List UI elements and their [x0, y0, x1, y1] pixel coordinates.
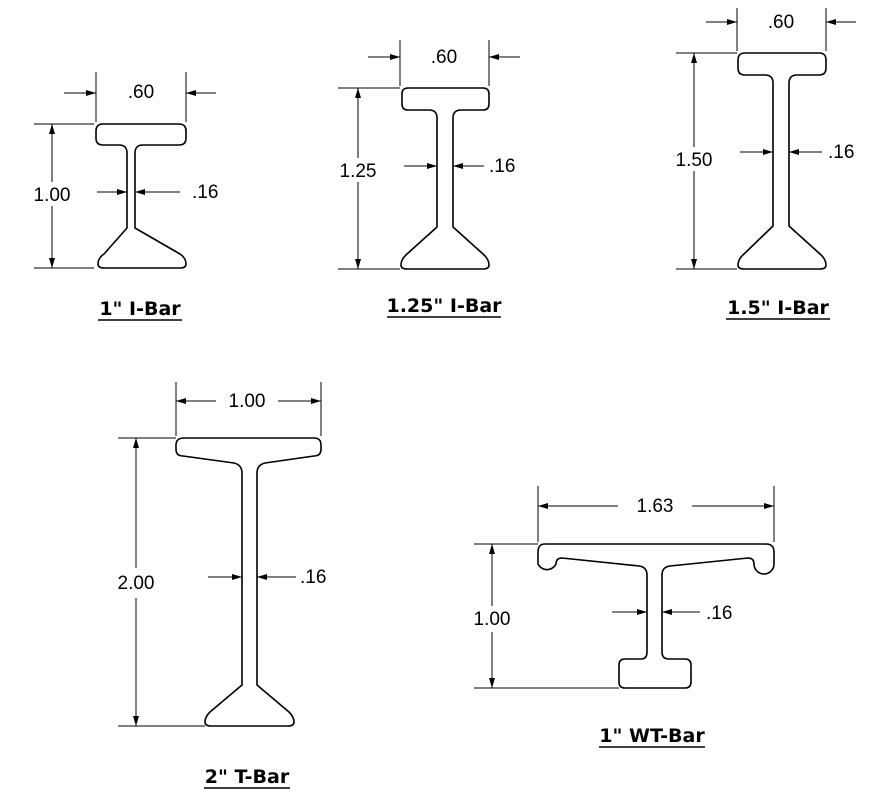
bar-1in-i: .60 1.00 .16 1" I-Bar [30, 72, 218, 321]
bar-title: 1" I-Bar [99, 298, 181, 320]
bar-15in-i: .60 1.50 .16 1.5" I-Bar [670, 8, 856, 320]
bar-title: 1" WT-Bar [599, 725, 705, 747]
bar-1in-wt: 1.63 1.00 .16 1" WT-Bar [466, 486, 775, 748]
web-label: .16 [192, 182, 218, 203]
height-label: 1.25 [340, 161, 377, 182]
width-label: 1.63 [637, 496, 674, 517]
profile-15in-i-bar [737, 52, 827, 270]
bar-title: 1.5" I-Bar [727, 297, 829, 319]
profile-1in-i-bar [95, 123, 187, 269]
height-label: 1.00 [474, 609, 511, 630]
bar-title: 2" T-Bar [205, 766, 290, 788]
width-label: .60 [431, 47, 457, 68]
web-label: .16 [706, 603, 732, 624]
height-label: 1.50 [676, 150, 713, 171]
height-label: 2.00 [118, 573, 155, 594]
bar-2in-t: 1.00 2.00 .16 2" T-Bar [110, 382, 326, 789]
web-label: .16 [828, 142, 854, 163]
profile-125in-i-bar [400, 87, 490, 270]
bar-125in-i: .60 1.25 .16 1.25" I-Bar [334, 40, 520, 318]
height-label: 1.00 [34, 185, 71, 206]
web-label: .16 [489, 156, 515, 177]
width-label: .60 [128, 82, 154, 103]
width-label: .60 [768, 12, 794, 33]
profile-2in-t-bar [175, 437, 322, 727]
bar-title: 1.25" I-Bar [386, 295, 502, 317]
web-label: .16 [300, 567, 326, 588]
width-label: 1.00 [229, 391, 266, 412]
profile-1in-wt-bar [537, 543, 775, 689]
